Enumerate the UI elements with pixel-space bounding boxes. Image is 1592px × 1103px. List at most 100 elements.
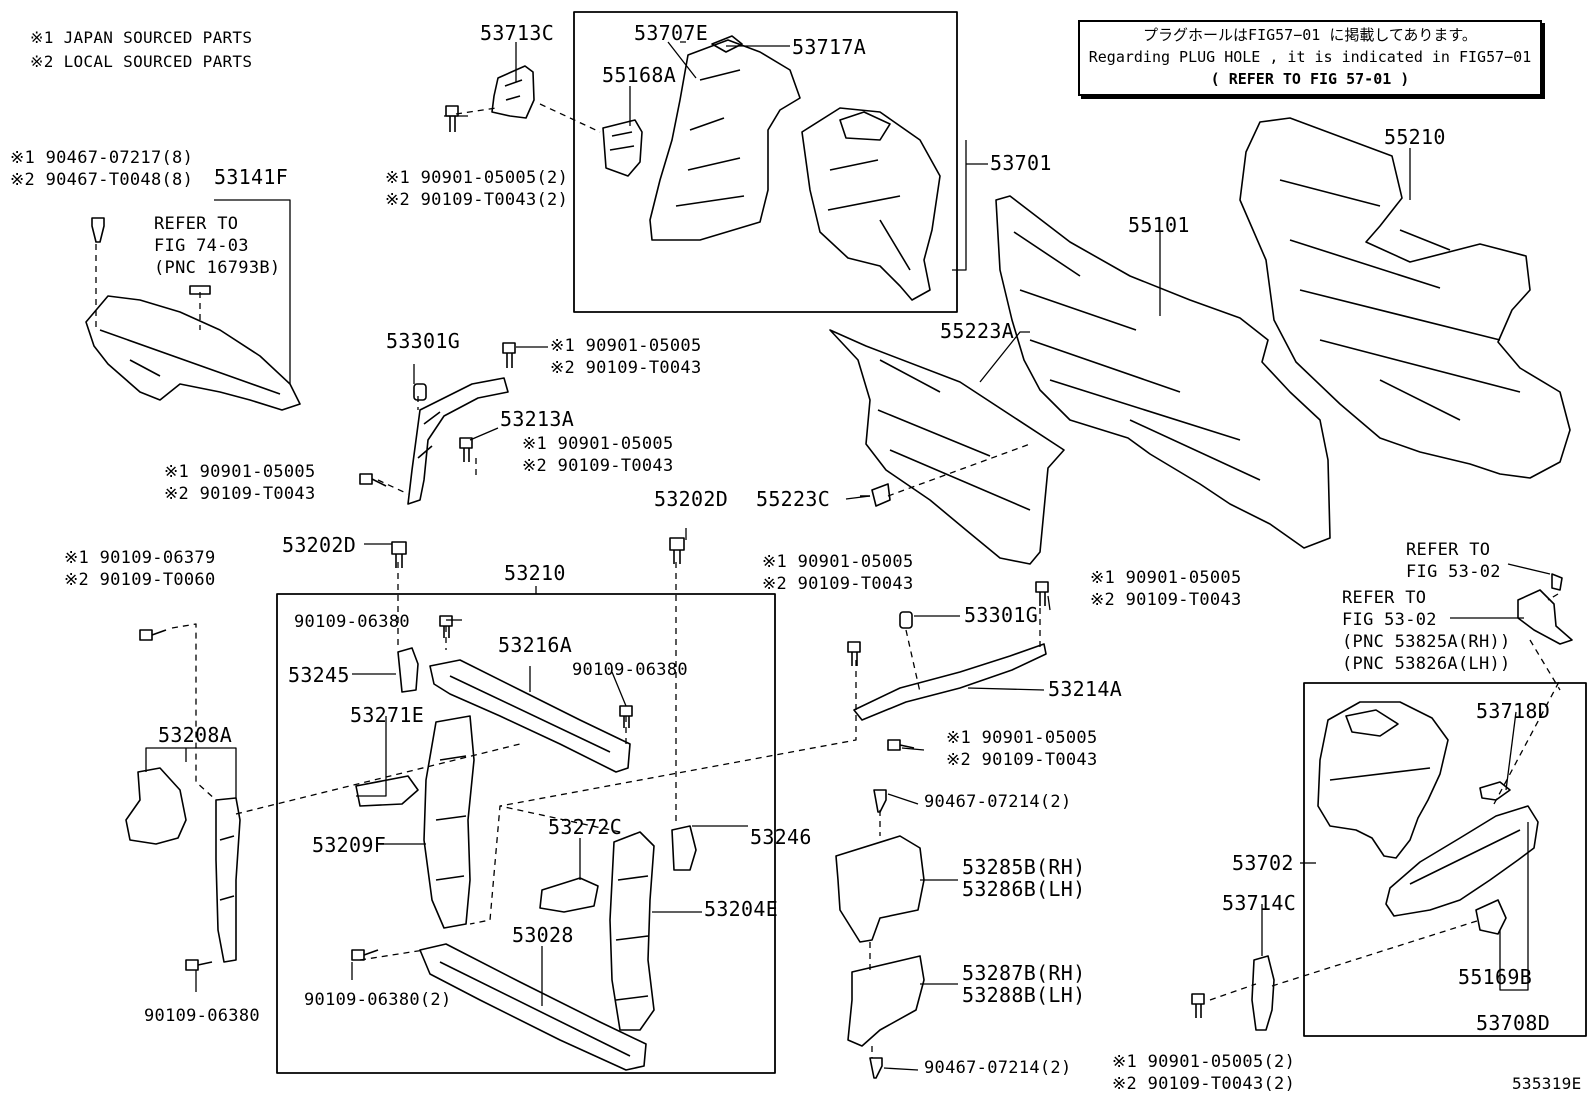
part-label[interactable]: 53141F [214, 165, 289, 189]
part-label[interactable]: 53287B(RH) [962, 961, 1086, 985]
part-label[interactable]: 53208A [158, 723, 233, 747]
part-label[interactable]: 53028 [512, 923, 574, 947]
bolt-icon [502, 342, 516, 368]
part-label[interactable]: 53301G [964, 603, 1039, 627]
bolt-icon [887, 739, 915, 751]
fastener-label[interactable]: 90467-07214(2) [924, 1058, 1072, 1078]
part-label[interactable]: 53202D [282, 533, 357, 557]
part-label[interactable]: 53702 [1232, 851, 1294, 875]
bolt-icon [459, 437, 473, 462]
part-label[interactable]: 53714C [1222, 891, 1297, 915]
fastener-label[interactable]: ※2 90467-T0048(8) [10, 170, 194, 190]
part-label[interactable]: 53213A [500, 407, 575, 431]
fastener-label[interactable]: 90109-06380 [294, 612, 410, 632]
part-label[interactable]: 53272C [548, 815, 623, 839]
part-label[interactable]: 53216A [498, 633, 573, 657]
part-53301G-right [899, 611, 913, 629]
reference-label[interactable]: (PNC 53825A(RH)) [1342, 632, 1511, 652]
reference-label[interactable]: REFER TO [1406, 540, 1491, 560]
part-label[interactable]: 53708D [1476, 1011, 1551, 1035]
fastener-label[interactable]: 90109-06380 [572, 660, 688, 680]
part-label[interactable]: 53202D [654, 487, 729, 511]
clip-icon [91, 217, 105, 243]
reference-label[interactable]: FIG 53-02 [1342, 610, 1437, 630]
part-label[interactable]: 53246 [750, 825, 812, 849]
part-label[interactable]: 53713C [480, 21, 555, 45]
bolt-icon [351, 949, 379, 961]
fastener-label[interactable]: ※2 90109-T0043(2) [1112, 1074, 1296, 1094]
assembly-lines [95, 103, 1561, 1058]
fastener-label[interactable]: ※1 90901-05005(2) [1112, 1052, 1296, 1072]
fastener-label[interactable]: ※2 90109-T0043 [164, 484, 316, 504]
part-label[interactable]: 53209F [312, 833, 387, 857]
fastener-label[interactable]: ※2 90109-T0043(2) [385, 190, 569, 210]
part-label[interactable]: 53288B(LH) [962, 983, 1086, 1007]
part-53714C [1251, 955, 1275, 1031]
fastener-label[interactable]: ※1 90901-05005 [522, 434, 674, 454]
fastener-label[interactable]: ※2 90109-T0043 [522, 456, 674, 476]
bolt-icon [359, 473, 387, 487]
part-label[interactable]: 55168A [602, 63, 677, 87]
part-label[interactable]: 55169B [1458, 965, 1533, 989]
part-53208A-bracket [125, 767, 187, 845]
fastener-label[interactable]: ※2 90109-T0060 [64, 570, 216, 590]
fastener-label[interactable]: ※1 90901-05005 [164, 462, 316, 482]
fastener-label[interactable]: ※1 90109-06379 [64, 548, 216, 568]
reference-label[interactable]: REFER TO [1342, 588, 1427, 608]
part-label[interactable]: 55223C [756, 487, 831, 511]
part-label[interactable]: 53271E [350, 703, 425, 727]
bolt-icon [1191, 993, 1205, 1018]
part-label[interactable]: 55101 [1128, 213, 1190, 237]
fastener-label[interactable]: 90109-06380(2) [304, 990, 452, 1010]
part-53204E [609, 831, 655, 1031]
part-label[interactable]: 53707E [634, 21, 709, 45]
part-53708D [1385, 805, 1539, 917]
part-label[interactable]: 53245 [288, 663, 350, 687]
fastener-label[interactable]: ※2 90109-T0043 [946, 750, 1098, 770]
part-53301G-left [413, 383, 427, 401]
note-refer-link[interactable]: ( REFER TO FIG 57-01 ) [1210, 70, 1410, 88]
fastener-label[interactable]: ※1 90901-05005 [1090, 568, 1242, 588]
part-53216A [429, 659, 631, 773]
fastener-label[interactable]: ※1 90901-05005 [550, 336, 702, 356]
part-label[interactable]: 55223A [940, 319, 1015, 343]
clip-icon [873, 789, 887, 813]
part-55101 [995, 195, 1331, 549]
part-53208A [215, 797, 241, 963]
fastener-label[interactable]: ※2 90109-T0043 [550, 358, 702, 378]
clip-icon [869, 1057, 883, 1079]
fastener-label[interactable]: ※1 90901-05005 [762, 552, 914, 572]
part-label[interactable]: 53204E [704, 897, 779, 921]
part-label[interactable]: 53285B(RH) [962, 855, 1086, 879]
reference-label[interactable]: REFER TO [154, 214, 239, 234]
reference-label[interactable]: FIG 74-03 [154, 236, 249, 256]
part-label[interactable]: 53210 [504, 561, 566, 585]
legend-local: ※2 LOCAL SOURCED PARTS [30, 52, 253, 71]
bolt-icon [139, 629, 167, 641]
part-label[interactable]: 53286B(LH) [962, 877, 1086, 901]
part-55223C [860, 483, 891, 507]
fastener-label[interactable]: ※2 90109-T0043 [1090, 590, 1242, 610]
part-53245 [397, 647, 419, 693]
part-53213A [407, 377, 509, 505]
fastener-label[interactable]: ※2 90109-T0043 [762, 574, 914, 594]
part-label[interactable]: 55210 [1384, 125, 1446, 149]
fastener-label[interactable]: ※1 90901-05005 [946, 728, 1098, 748]
reference-label[interactable]: (PNC 53826A(LH)) [1342, 654, 1511, 674]
reference-label[interactable]: (PNC 16793B) [154, 258, 281, 278]
part-fig53-02-upper [1551, 573, 1563, 591]
fastener-label[interactable]: ※1 90901-05005(2) [385, 168, 569, 188]
part-label[interactable]: 53301G [386, 329, 461, 353]
part-label[interactable]: 53214A [1048, 677, 1123, 701]
fastener-label[interactable]: 90467-07214(2) [924, 792, 1072, 812]
part-label[interactable]: 53718D [1476, 699, 1551, 723]
fastener-label[interactable]: 90109-06380 [144, 1006, 260, 1026]
part-label[interactable]: 53701 [990, 151, 1052, 175]
reference-label[interactable]: FIG 53-02 [1406, 562, 1501, 582]
fastener-label[interactable]: ※1 90467-07217(8) [10, 148, 194, 168]
part-label[interactable]: 53717A [792, 35, 867, 59]
part-53701 [801, 107, 941, 301]
group-frame-53702 [1303, 682, 1587, 1037]
bolt-icon [847, 641, 861, 666]
